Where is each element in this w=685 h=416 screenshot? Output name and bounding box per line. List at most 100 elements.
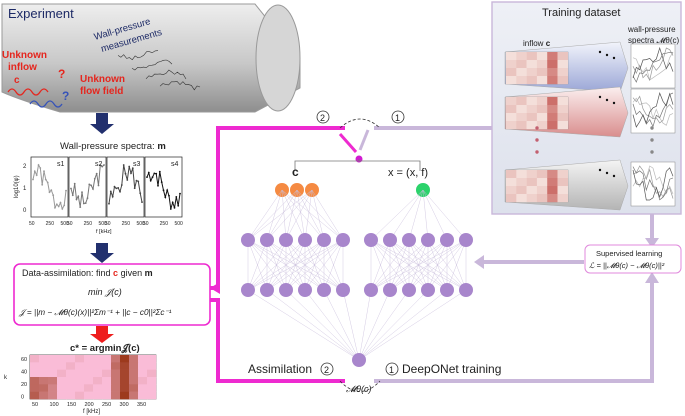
training-heatmap-cell [516,113,527,122]
heatmap-xtick: 350 [137,402,146,408]
training-heatmap-cell [557,68,568,77]
network-edge [408,239,467,291]
training-heatmap-cell [526,105,538,114]
heatmap-cell [30,384,40,392]
training-heatmap-cell [516,76,527,85]
training-heatmap-cell [547,68,558,77]
unknown-field-label: Unknown [80,74,125,85]
heatmap-cell [129,377,139,385]
heatmap-cell [138,391,148,400]
experiment-panel: Experiment Unknown inflow c Wall-pressur… [1,3,301,113]
network-edge [446,239,467,291]
heatmap-cell [84,369,94,378]
sensor-dot [605,171,609,175]
network-edge [281,189,287,241]
training-heatmap-cell [536,170,548,179]
spectra-ytick: 0 [23,208,27,214]
spectra-point [157,184,159,187]
heatmap-cell [138,377,148,385]
spectra-point [133,187,136,190]
spectra-xtick: 50 [143,221,149,227]
training-heatmap-cell [557,186,568,195]
training-spectra-label-2: spectra 𝓜θ(c) [628,36,680,45]
experiment-title: Experiment [8,6,74,21]
heatmap-cell [111,391,121,400]
spectra-point [77,195,80,198]
spectra-point [59,201,62,204]
question-mark-blue: ? [62,89,69,103]
training-heatmap-cell [506,97,517,106]
spectra-frame [106,156,145,218]
ellipsis-dot [650,150,654,154]
training-heatmap-cell [516,97,527,106]
training-heatmap-cell [536,105,548,114]
spectra-point [70,187,72,190]
heatmap-cell [66,369,76,378]
training-heatmap-cell [516,194,527,203]
training-heatmap-cell [516,121,527,130]
unknown-inflow-label-2: inflow [8,62,37,73]
training-spectra-label: wall-pressure [627,25,676,34]
spectra-point [147,171,150,174]
training-heatmap-cell [547,121,558,130]
network-edge [281,189,306,241]
spectra-point [52,194,55,197]
branch-hidden-node [260,283,274,297]
spectra-point [55,203,58,206]
spectra-point [71,194,74,197]
training-heatmap-cell [547,76,558,85]
spectra-point [151,176,154,179]
branch-hidden-node [298,283,312,297]
heatmap-cell [39,362,49,370]
spectra-point [122,164,125,166]
training-spectra-line [632,46,674,79]
step-2-top: 2 [320,113,325,123]
spectra-xtick: 50 [67,221,73,227]
spectra-point [109,190,112,193]
heatmap-xtick: 250 [102,402,111,408]
heatmap-cell [84,355,94,363]
trunk-hidden-node [440,283,454,297]
trunk-hidden-node [459,283,473,297]
spectra-point [48,191,51,194]
training-heatmap-cell [536,194,548,203]
training-spectra-line [632,167,674,201]
training-heatmap-cell [516,170,527,179]
spectra-ytick: 2 [23,164,27,170]
heatmap-cell [147,391,157,400]
training-heatmap-cell [557,170,568,179]
network-edge [422,189,467,241]
spectra-point [130,172,132,175]
spectra-point [162,189,165,192]
heatmap-cell [66,355,76,363]
heatmap-cell [66,391,76,400]
heatmap-cell [102,384,112,392]
training-heatmap-cell [536,178,548,187]
network-edge [342,289,360,361]
network-edge [266,189,313,241]
heatmap-cell [39,391,49,400]
spectra-point [86,197,89,200]
training-heatmap-cell [557,121,568,130]
cone-base [255,4,301,112]
red-vortex-icon [7,88,49,96]
spectra-point [97,184,100,187]
heatmap-cell [75,362,85,370]
network-edge [247,189,283,241]
heatmap-cell [57,369,67,378]
heatmap-cell [111,384,121,392]
heatmap-cell [147,369,157,378]
magenta-arrowhead-left [210,282,220,294]
supervised-box: Supervised learning ℒ = ||𝓜θ(c) − 𝓜θ(c)|… [584,244,682,274]
training-spectra-line [632,51,674,83]
training-heatmap-cell [526,52,538,61]
network-edge [311,189,325,241]
heatmap-cell [57,355,67,363]
spectra-point [82,202,85,205]
heatmap-ytick: 0 [21,395,24,401]
heatmap-xtick: 300 [120,402,129,408]
training-spectra-line [632,165,674,195]
heatmap-cell [111,362,121,370]
spectra-point [43,170,45,173]
